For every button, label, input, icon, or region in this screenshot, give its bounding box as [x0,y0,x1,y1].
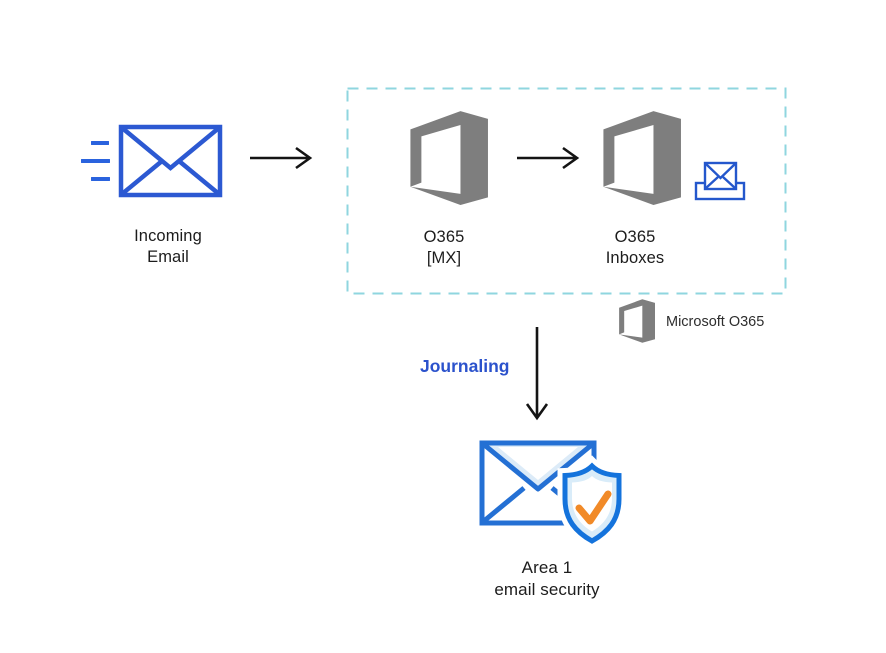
incoming-email-icon [118,124,223,198]
area1-email-security-label: Area 1 email security [494,558,600,599]
inbox-envelope-icon [694,161,746,201]
o365-mx-label: O365 [MX] [423,228,465,267]
speed-lines-icon [81,141,110,181]
o365-inboxes-label: O365 Inboxes [605,228,665,267]
journaling-label: Journaling [420,356,510,376]
office365-logo-icon [410,111,488,205]
o365-zone-dashed-box [346,87,787,295]
arrow-right-icon [250,146,313,170]
envelope-shield-check-icon [479,440,627,550]
office365-logo-icon [619,299,655,343]
incoming-email-label: Incoming Email [134,227,202,266]
office365-logo-icon [603,111,681,205]
legend-microsoft-o365-label: Microsoft O365 [666,314,765,330]
arrow-down-icon [525,327,549,421]
arrow-right-icon [517,146,580,170]
